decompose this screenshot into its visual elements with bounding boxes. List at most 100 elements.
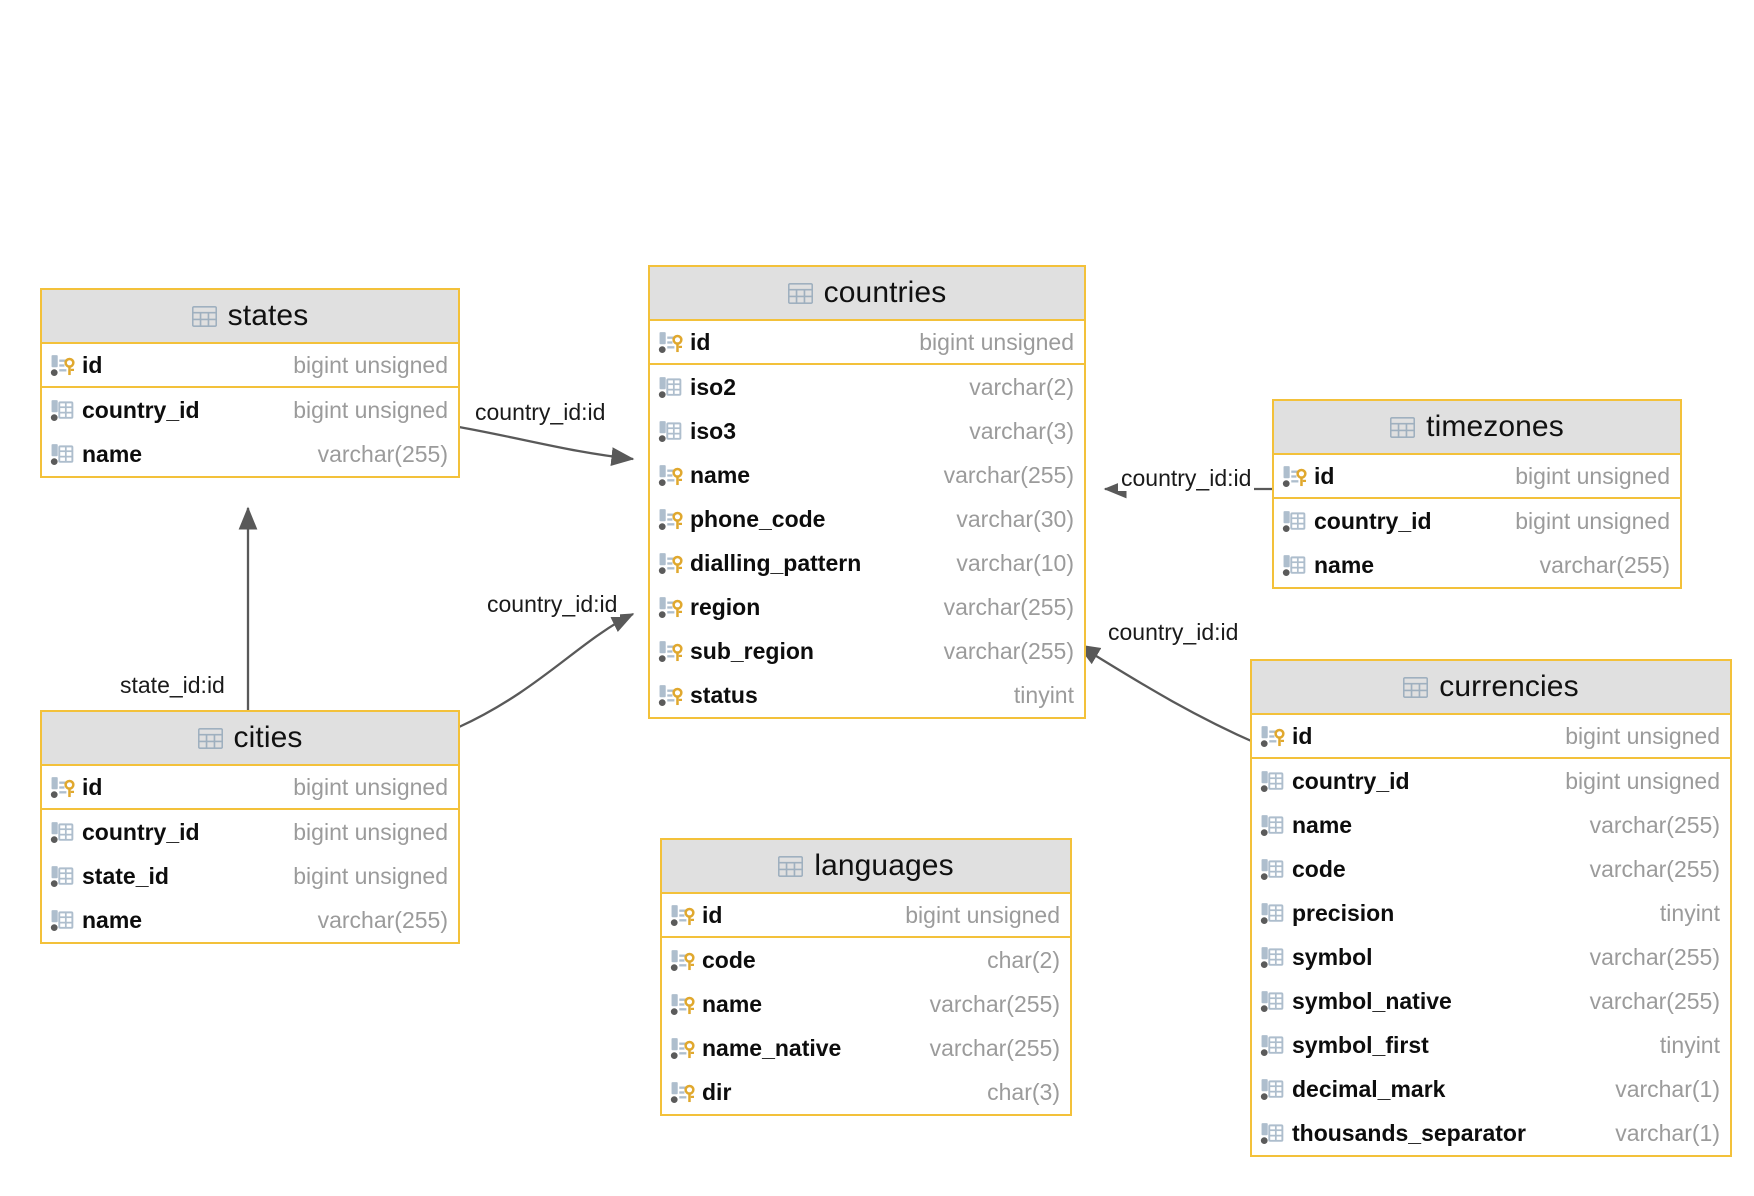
- column-row[interactable]: iso2 varchar(2): [650, 365, 1084, 409]
- table-icon: [787, 282, 813, 304]
- primary-key-column-icon: [658, 329, 685, 356]
- column-type: bigint unsigned: [293, 773, 448, 800]
- column-row[interactable]: name varchar(255): [1252, 803, 1730, 847]
- edge-label-cities-countries: country_id:id: [484, 591, 621, 618]
- column-type: varchar(255): [317, 440, 448, 467]
- column-type: varchar(1): [1615, 1119, 1720, 1146]
- column-name: id: [82, 773, 103, 800]
- table-header-countries: countries: [650, 267, 1084, 321]
- column-name: code: [702, 946, 756, 973]
- column-row[interactable]: symbol varchar(255): [1252, 935, 1730, 979]
- column-type: varchar(255): [943, 593, 1074, 620]
- primary-key-column-icon: [658, 682, 685, 709]
- primary-key-column-icon: [50, 774, 77, 801]
- column-row[interactable]: precision tinyint: [1252, 891, 1730, 935]
- column-name: id: [1314, 462, 1335, 489]
- column-name: id: [702, 901, 723, 928]
- column-type: bigint unsigned: [1515, 462, 1670, 489]
- primary-key-column-icon: [658, 506, 685, 533]
- column-name: iso2: [690, 373, 737, 400]
- column-icon: [1260, 900, 1287, 927]
- column-name: sub_region: [690, 637, 814, 664]
- column-name: symbol: [1292, 943, 1373, 970]
- table-title: languages: [814, 849, 954, 882]
- table-header-currencies: currencies: [1252, 661, 1730, 715]
- edge-currencies-countries: [1076, 644, 1259, 746]
- column-type: varchar(3): [969, 417, 1074, 444]
- table-icon: [197, 727, 223, 749]
- edge-states-countries: [458, 425, 635, 466]
- column-type: char(3): [987, 1078, 1060, 1105]
- column-type: varchar(255): [943, 461, 1074, 488]
- column-icon: [1260, 988, 1287, 1015]
- table-header-languages: languages: [662, 840, 1070, 894]
- column-name: status: [690, 681, 758, 708]
- column-row[interactable]: id bigint unsigned: [1274, 455, 1680, 499]
- column-name: name: [702, 990, 763, 1017]
- column-type: varchar(255): [1589, 943, 1720, 970]
- column-row[interactable]: symbol_first tinyint: [1252, 1023, 1730, 1067]
- column-type: varchar(255): [1589, 811, 1720, 838]
- column-type: varchar(2): [969, 373, 1074, 400]
- edge-label-currencies-countries: country_id:id: [1105, 619, 1242, 646]
- column-icon: [1282, 508, 1309, 535]
- column-type: tinyint: [1659, 1031, 1720, 1058]
- primary-key-column-icon: [658, 594, 685, 621]
- column-name: code: [1292, 855, 1346, 882]
- table-icon: [1403, 676, 1429, 698]
- column-name: name: [82, 906, 143, 933]
- column-icon: [50, 907, 77, 934]
- primary-key-column-icon: [50, 352, 77, 379]
- column-type: tinyint: [1659, 899, 1720, 926]
- table-header-timezones: timezones: [1274, 401, 1680, 455]
- primary-key-column-icon: [658, 550, 685, 577]
- column-name: name: [1292, 811, 1353, 838]
- column-row[interactable]: id bigint unsigned: [42, 766, 458, 810]
- column-name: precision: [1292, 899, 1395, 926]
- column-name: name_native: [702, 1034, 842, 1061]
- column-icon: [50, 441, 77, 468]
- column-name: phone_code: [690, 505, 826, 532]
- column-name: state_id: [82, 862, 169, 889]
- primary-key-column-icon: [658, 638, 685, 665]
- column-name: symbol_first: [1292, 1031, 1429, 1058]
- column-icon: [658, 418, 685, 445]
- column-icon: [1282, 552, 1309, 579]
